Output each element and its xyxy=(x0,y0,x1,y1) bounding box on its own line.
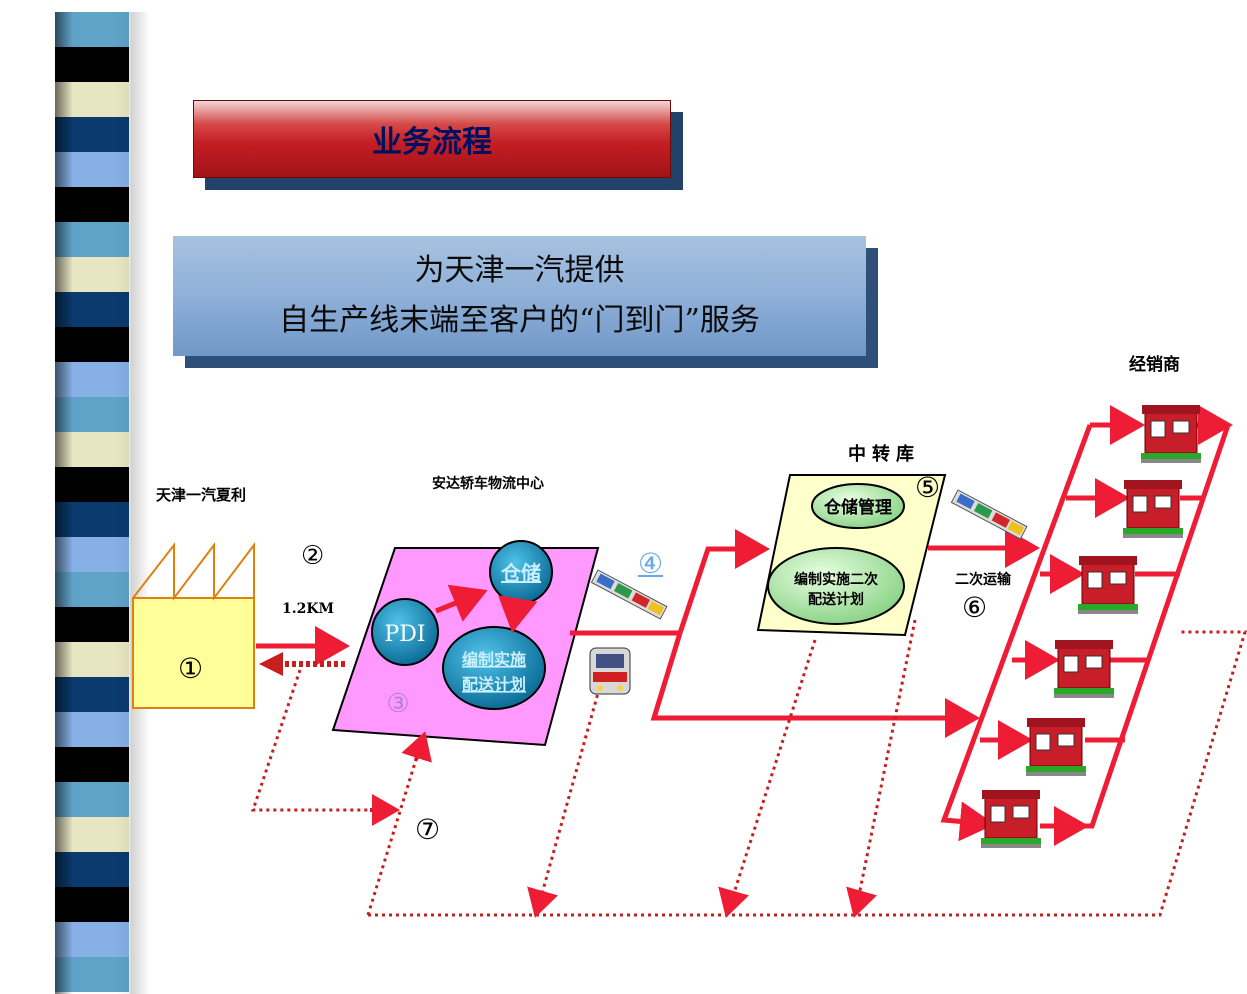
pdi-node xyxy=(371,598,439,666)
subtitle-line-1: 为天津一汽提供 xyxy=(414,253,625,288)
subtitle-line-2: 自生产线末端至客户的“门到门”服务 xyxy=(279,303,760,338)
transport-step: ④ xyxy=(638,547,664,580)
plan-label-2: 配送计划 xyxy=(462,675,526,694)
subtitle-banner: 为天津一汽提供 自生产线末端至客户的“门到门”服务 xyxy=(173,236,866,356)
depot-storage-label: 仓储管理 xyxy=(823,497,892,518)
depot-plan-node xyxy=(767,547,905,625)
branch-direct-arrow xyxy=(650,632,980,738)
depot-storage-node xyxy=(811,483,905,529)
feedback-arrow-c xyxy=(846,886,877,918)
feedback-step: ⑦ xyxy=(415,813,441,846)
dealer-store-icon xyxy=(1078,556,1138,614)
distance-step: ② xyxy=(301,541,325,571)
plan-label-1: 编制实施 xyxy=(462,650,526,669)
factory-label: 天津一汽夏利 xyxy=(156,486,247,504)
train-icon xyxy=(589,647,631,695)
dealer-store-icon xyxy=(981,790,1041,848)
depot-step: ⑤ xyxy=(915,471,941,504)
factory-step: ① xyxy=(178,652,204,685)
pdi-label: PDI xyxy=(384,622,425,647)
depot-label: 中转库 xyxy=(848,444,920,465)
car-carrier-truck-2-icon xyxy=(950,489,1028,540)
dealer-store-icon xyxy=(1141,405,1201,463)
feedback-arrow-a xyxy=(527,886,558,918)
car-carrier-truck-icon xyxy=(590,569,668,620)
secondary-step: ⑥ xyxy=(962,591,988,624)
feedback-arrow-center xyxy=(401,731,432,763)
center-step-label: ③ xyxy=(386,689,409,719)
title-banner: 业务流程 xyxy=(193,100,671,178)
secondary-transport-label: 二次运输 xyxy=(955,572,1011,588)
distance-label: 1.2KM xyxy=(282,601,335,617)
page-title: 业务流程 xyxy=(372,125,492,160)
dealer-label: 经销商 xyxy=(1129,355,1180,375)
center-label: 安达轿车物流中心 xyxy=(432,476,544,492)
factory-icon xyxy=(132,542,255,709)
storage-label: 仓储 xyxy=(500,561,541,585)
dealer-store-icon xyxy=(1026,718,1086,776)
feedback-lines xyxy=(250,619,1247,917)
dealer-trunk-left xyxy=(940,424,1093,842)
depot-plan-label-1: 编制实施二次 xyxy=(794,571,878,588)
branch-to-depot-arrow xyxy=(677,529,770,634)
depot-plan-label-2: 配送计划 xyxy=(808,591,864,608)
dealer-store-icon xyxy=(1123,480,1183,538)
feedback-arrow-b xyxy=(718,886,749,918)
dealer-store-icon xyxy=(1054,640,1114,698)
plan-node xyxy=(442,626,546,710)
storage-to-plan-arrow xyxy=(497,595,538,633)
pdi-to-storage-arrow xyxy=(435,584,488,622)
